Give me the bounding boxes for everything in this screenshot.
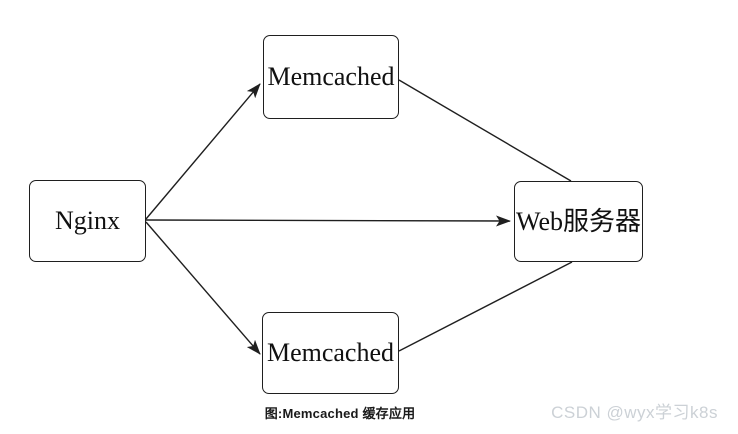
node-web-server: Web服务器 — [514, 181, 643, 262]
csdn-watermark: CSDN @wyx学习k8s — [551, 403, 718, 422]
node-memcached-bottom: Memcached — [262, 312, 399, 394]
edge-memcached-top-to-web-server — [398, 79, 572, 182]
node-memcached-bottom-label: Memcached — [266, 338, 395, 367]
node-web-server-label: Web服务器 — [516, 206, 641, 236]
node-nginx-label: Nginx — [55, 206, 120, 235]
node-memcached-top: Memcached — [263, 35, 399, 119]
edge-nginx-to-memcached-bottom — [145, 221, 261, 355]
edge-nginx-to-memcached-top — [145, 83, 261, 220]
diagram-caption: 图:Memcached 缓存应用 — [264, 406, 416, 421]
edge-memcached-bottom-to-web-server — [398, 261, 573, 352]
node-nginx: Nginx — [29, 180, 146, 262]
node-memcached-top-label: Memcached — [267, 62, 395, 91]
edge-nginx-to-web-server — [145, 215, 511, 227]
